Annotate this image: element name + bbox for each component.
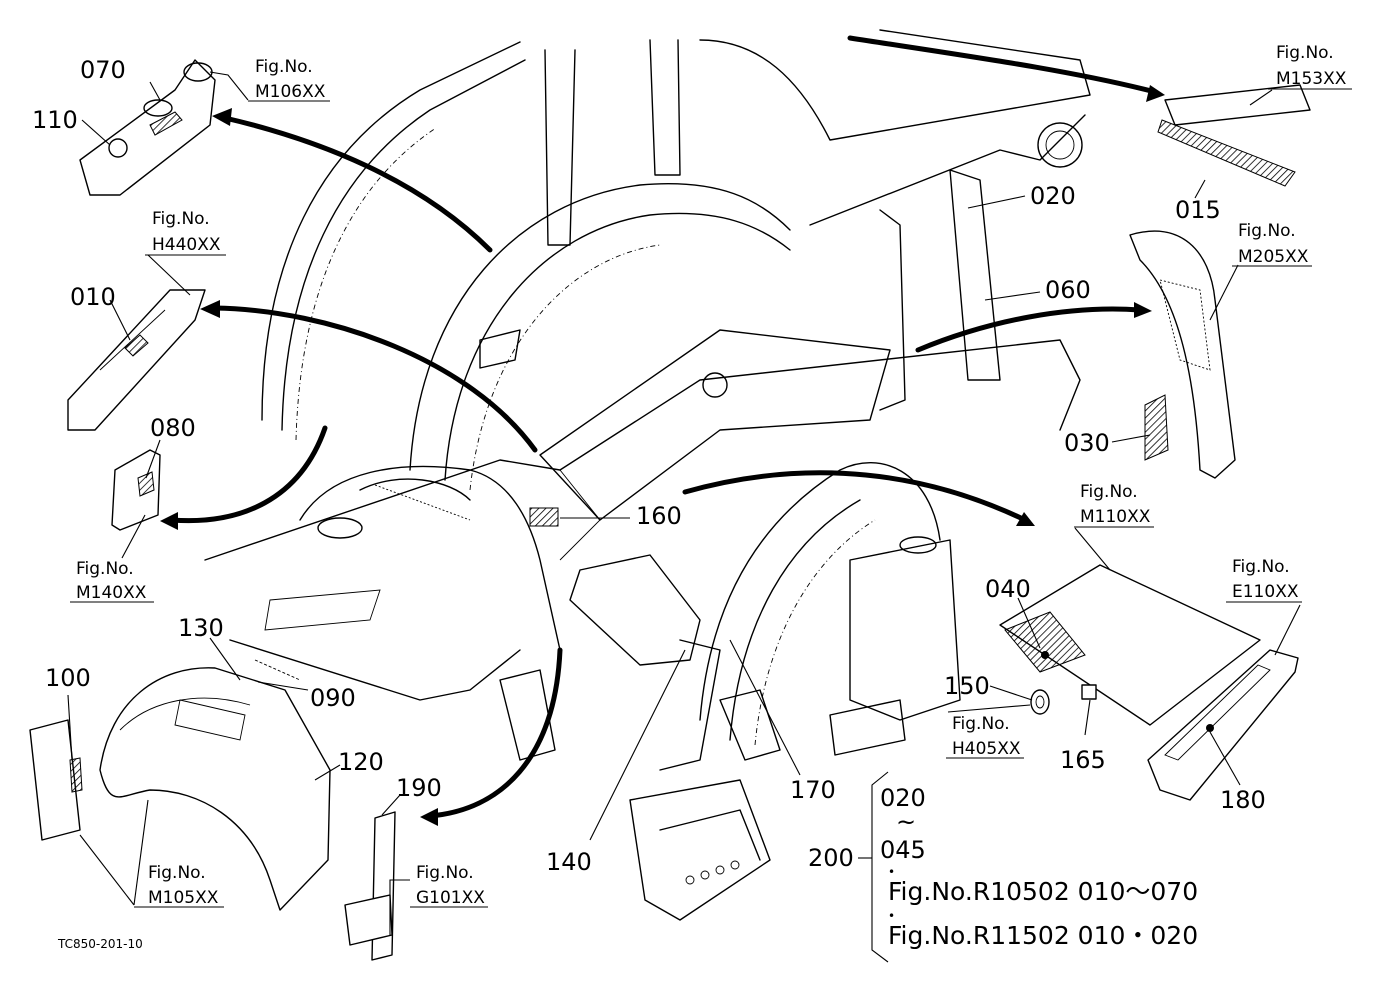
svg-text:Fig.No.: Fig.No.: [76, 559, 134, 579]
callout-110: 110: [32, 106, 78, 134]
part-grommet-165: [1081, 684, 1097, 700]
kit-dot-1: •: [888, 865, 895, 879]
svg-text:M205XX: M205XX: [1238, 247, 1309, 267]
svg-text:M105XX: M105XX: [148, 888, 219, 908]
callout-060: 060: [1045, 276, 1091, 304]
cab-frame-assembly: [204, 29, 1091, 921]
callout-150: 150: [944, 672, 990, 700]
callout-020: 020: [1030, 182, 1076, 210]
part-knob-150: [1030, 689, 1050, 715]
fig-ref-h440: Fig.No. H440XX: [145, 209, 226, 256]
kit-dot-2: •: [888, 909, 895, 923]
callout-labels: 070 110 010 080 130 090 100 120 190 140 …: [32, 56, 1266, 876]
part-pillar-trim: [1129, 230, 1236, 479]
fig-ref-m140: Fig.No. M140XX: [70, 559, 154, 603]
fig-ref-h405: Fig.No. H405XX: [946, 714, 1024, 759]
part-pad-160: [529, 507, 559, 527]
callout-080: 080: [150, 414, 196, 442]
fig-ref-m110: Fig.No. M110XX: [1074, 482, 1154, 528]
svg-text:Fig.No.: Fig.No.: [1080, 482, 1138, 502]
svg-text:Fig.No.: Fig.No.: [952, 714, 1010, 734]
part-fender-left: [29, 659, 331, 911]
fig-ref-e110: Fig.No. E110XX: [1226, 557, 1302, 603]
part-bracket-010: [67, 289, 206, 431]
callout-190: 190: [396, 774, 442, 802]
callout-200: 200: [808, 844, 854, 872]
callout-120: 120: [338, 748, 384, 776]
svg-text:Fig.No.: Fig.No.: [152, 209, 210, 229]
kit-range-start: 020: [880, 784, 926, 812]
callout-160: 160: [636, 502, 682, 530]
drawing-code: TC850-201-10: [57, 937, 143, 951]
part-rod-190: [344, 811, 396, 961]
svg-text:M110XX: M110XX: [1080, 507, 1151, 527]
callout-090: 090: [310, 684, 356, 712]
kit-range-end: 045: [880, 836, 926, 864]
callout-040: 040: [985, 575, 1031, 603]
exploded-arrows: [160, 35, 1165, 826]
leader-lines: [67, 71, 1301, 963]
kit-note: 020 ~ 045 • Fig.No.R10502 010～070 • Fig.…: [880, 784, 1198, 950]
part-floor-mat: [999, 564, 1261, 726]
svg-text:M106XX: M106XX: [255, 82, 326, 102]
fig-ref-m105: Fig.No. M105XX: [134, 863, 224, 908]
part-cover-070: [79, 59, 216, 196]
part-plate-080: [111, 449, 161, 531]
svg-text:Fig.No.: Fig.No.: [1238, 221, 1296, 241]
callout-165: 165: [1060, 746, 1106, 774]
svg-text:Fig.No.: Fig.No.: [255, 57, 313, 77]
svg-text:Fig.No.: Fig.No.: [1276, 43, 1334, 63]
svg-text:M140XX: M140XX: [76, 583, 147, 603]
fig-ref-m205: Fig.No. M205XX: [1232, 221, 1312, 267]
callout-170: 170: [790, 776, 836, 804]
kit-line-2: Fig.No.R11502 010・020: [888, 921, 1198, 950]
callout-100: 100: [45, 664, 91, 692]
part-panel-015: [1157, 84, 1311, 187]
fig-ref-m106: Fig.No. M106XX: [248, 57, 330, 102]
fig-ref-m153: Fig.No. M153XX: [1268, 43, 1352, 90]
svg-text:Fig.No.: Fig.No.: [1232, 557, 1290, 577]
svg-text:E110XX: E110XX: [1232, 582, 1299, 602]
kit-line-1: Fig.No.R10502 010～070: [888, 877, 1198, 906]
svg-text:H405XX: H405XX: [952, 739, 1021, 759]
svg-text:Fig.No.: Fig.No.: [416, 863, 474, 883]
svg-text:H440XX: H440XX: [152, 235, 221, 255]
kit-range-tilde: ~: [896, 808, 916, 836]
fig-ref-g101: Fig.No. G101XX: [410, 863, 488, 908]
figure-references: Fig.No. M106XX Fig.No. H440XX Fig.No. M1…: [70, 43, 1352, 908]
callout-030: 030: [1064, 429, 1110, 457]
callout-180: 180: [1220, 786, 1266, 814]
svg-text:G101XX: G101XX: [416, 888, 485, 908]
callout-015: 015: [1175, 196, 1221, 224]
callout-140: 140: [546, 848, 592, 876]
svg-text:M153XX: M153XX: [1276, 69, 1347, 89]
callout-010: 010: [70, 283, 116, 311]
part-step-cover: [1147, 649, 1299, 801]
callout-070: 070: [80, 56, 126, 84]
svg-text:Fig.No.: Fig.No.: [148, 863, 206, 883]
callout-130: 130: [178, 614, 224, 642]
